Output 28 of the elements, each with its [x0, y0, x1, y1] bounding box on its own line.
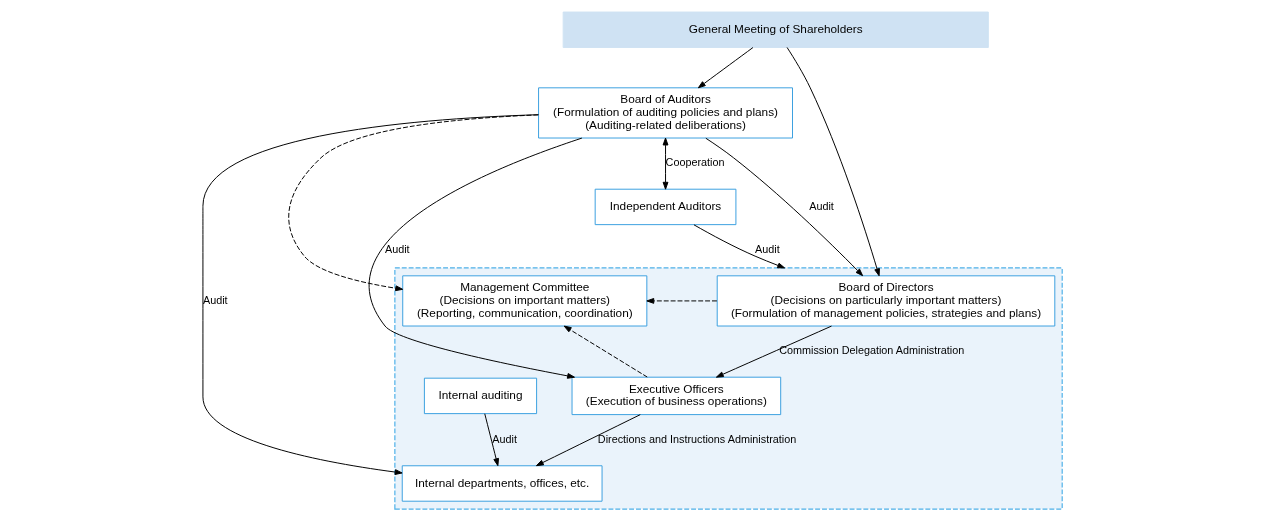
edge-label: Audit [754, 242, 780, 255]
node-box: Executive Officers (Execution of business operations) [571, 376, 781, 416]
node-box: Independent Auditors [594, 188, 736, 226]
edge-label: Audit [808, 199, 834, 212]
node-box: General Meeting of Shareholders [562, 11, 989, 48]
arrow [563, 325, 648, 378]
edge-label: Cooperation [665, 156, 725, 169]
edge-label: Audit [202, 293, 228, 306]
node-box: Board of Directors (Decisions on particularly important matters) (Formulation of management policies, strategies and plans) [716, 275, 1055, 327]
arrow [483, 413, 499, 467]
edge-label: Audit [384, 242, 410, 255]
arrow [535, 414, 641, 467]
edge-label: Directions and Instructions Administration [597, 432, 796, 445]
arrow [287, 114, 539, 292]
node-box: Board of Auditors (Formulation of auditing policies and plans) (Auditing-related deliberations) [537, 87, 793, 139]
arrow [786, 47, 880, 277]
node-box: Management Committee (Decisions on important matters) (Reporting, communication, coordination) [401, 275, 647, 327]
arrow [645, 298, 717, 304]
arrow [692, 224, 785, 269]
arrow [715, 325, 832, 378]
arrow [704, 137, 863, 277]
node-box: Internal departments, offices, etc. [401, 465, 603, 502]
arrow [662, 137, 668, 190]
node-box: Internal auditing [423, 377, 537, 415]
arrow [368, 137, 582, 379]
edge-label: Commission Delegation Administration [778, 344, 964, 357]
edge-label: Audit [491, 432, 517, 445]
arrow [697, 47, 753, 89]
